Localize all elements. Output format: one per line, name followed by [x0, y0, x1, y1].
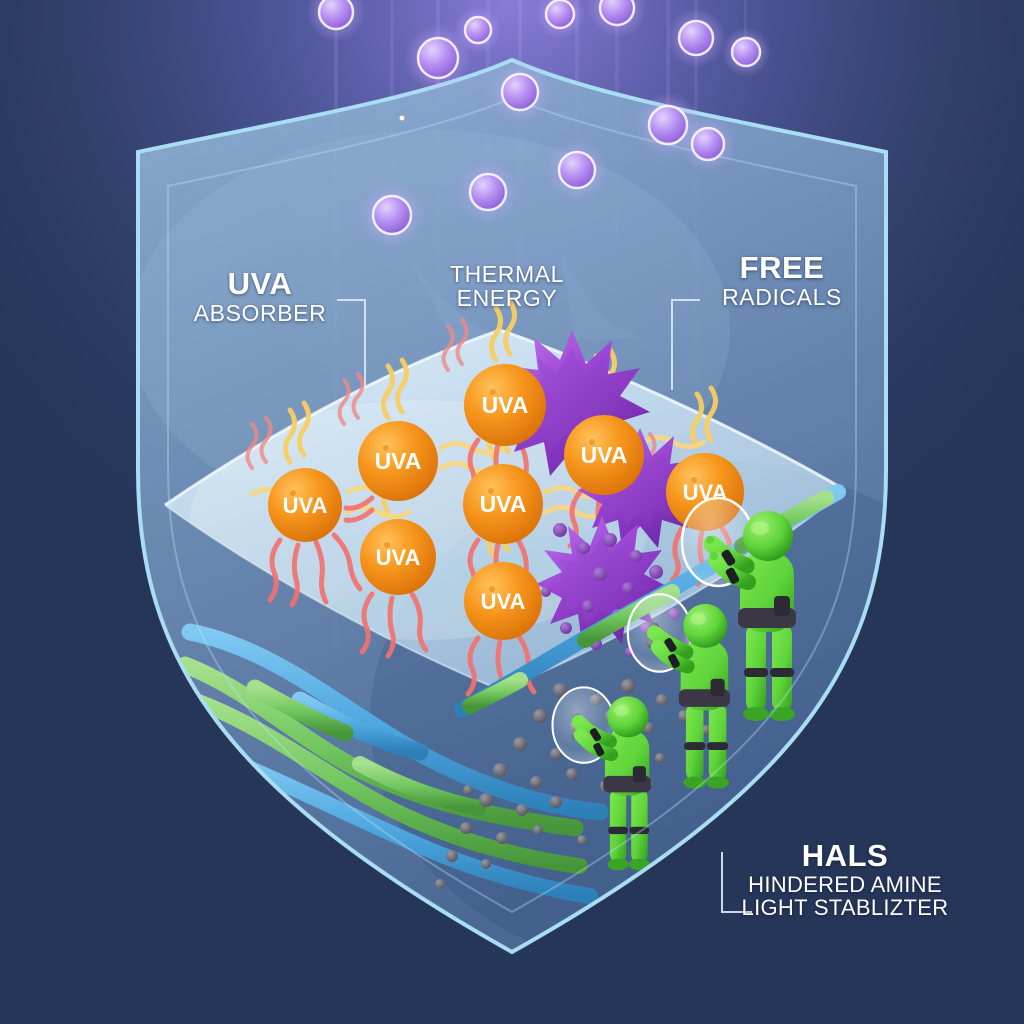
- uv-photon: [404, 24, 472, 92]
- leader-lines: [337, 299, 752, 913]
- polymer-chain-bundle: [176, 623, 609, 904]
- leader-line-uva: [337, 299, 366, 388]
- uva-particle: UVA: [268, 468, 342, 542]
- uv-photon: [454, 6, 502, 54]
- uv-photon: [489, 61, 551, 123]
- uva-particle: UVA: [564, 415, 644, 495]
- uva-ball-label: UVA: [375, 448, 422, 474]
- uv-photon: [546, 139, 608, 201]
- uv-photon-group: [306, 0, 771, 248]
- uva-particle: UVA: [463, 464, 543, 544]
- uv-photon: [587, 0, 647, 38]
- sparkle-icon: [399, 115, 405, 121]
- uv-photon: [306, 0, 366, 42]
- uva-ball-label: UVA: [283, 493, 328, 518]
- hals-figure: [680, 496, 796, 721]
- uva-ball-label: UVA: [481, 589, 526, 614]
- hals-figure-group: [551, 496, 796, 871]
- hals-figure: [551, 686, 651, 871]
- leader-line-free: [671, 299, 700, 390]
- uv-photon: [721, 27, 771, 77]
- uva-particle: UVA: [464, 562, 542, 640]
- uv-photon: [457, 161, 519, 223]
- uv-photon: [359, 182, 425, 248]
- uva-particle: UVA: [358, 421, 438, 501]
- uva-ball-label: UVA: [581, 442, 628, 468]
- leader-line-hals: [721, 852, 752, 913]
- uv-photon: [680, 116, 736, 172]
- uv-photon: [535, 0, 585, 39]
- uva-particle: UVA: [360, 519, 436, 595]
- uva-ball-label: UVA: [376, 545, 421, 570]
- free-radical: [578, 428, 704, 548]
- hals-figure: [626, 593, 730, 789]
- gray-particle-field: [435, 679, 721, 889]
- uva-particle: UVA: [464, 364, 546, 446]
- uva-ball-label: UVA: [480, 491, 527, 517]
- uv-photon: [666, 8, 726, 68]
- shield-inner-outline: [167, 96, 857, 914]
- uva-ball-label: UVA: [482, 392, 529, 418]
- uva-particle-group: UVA UVA UVA UVA UVA: [268, 364, 744, 640]
